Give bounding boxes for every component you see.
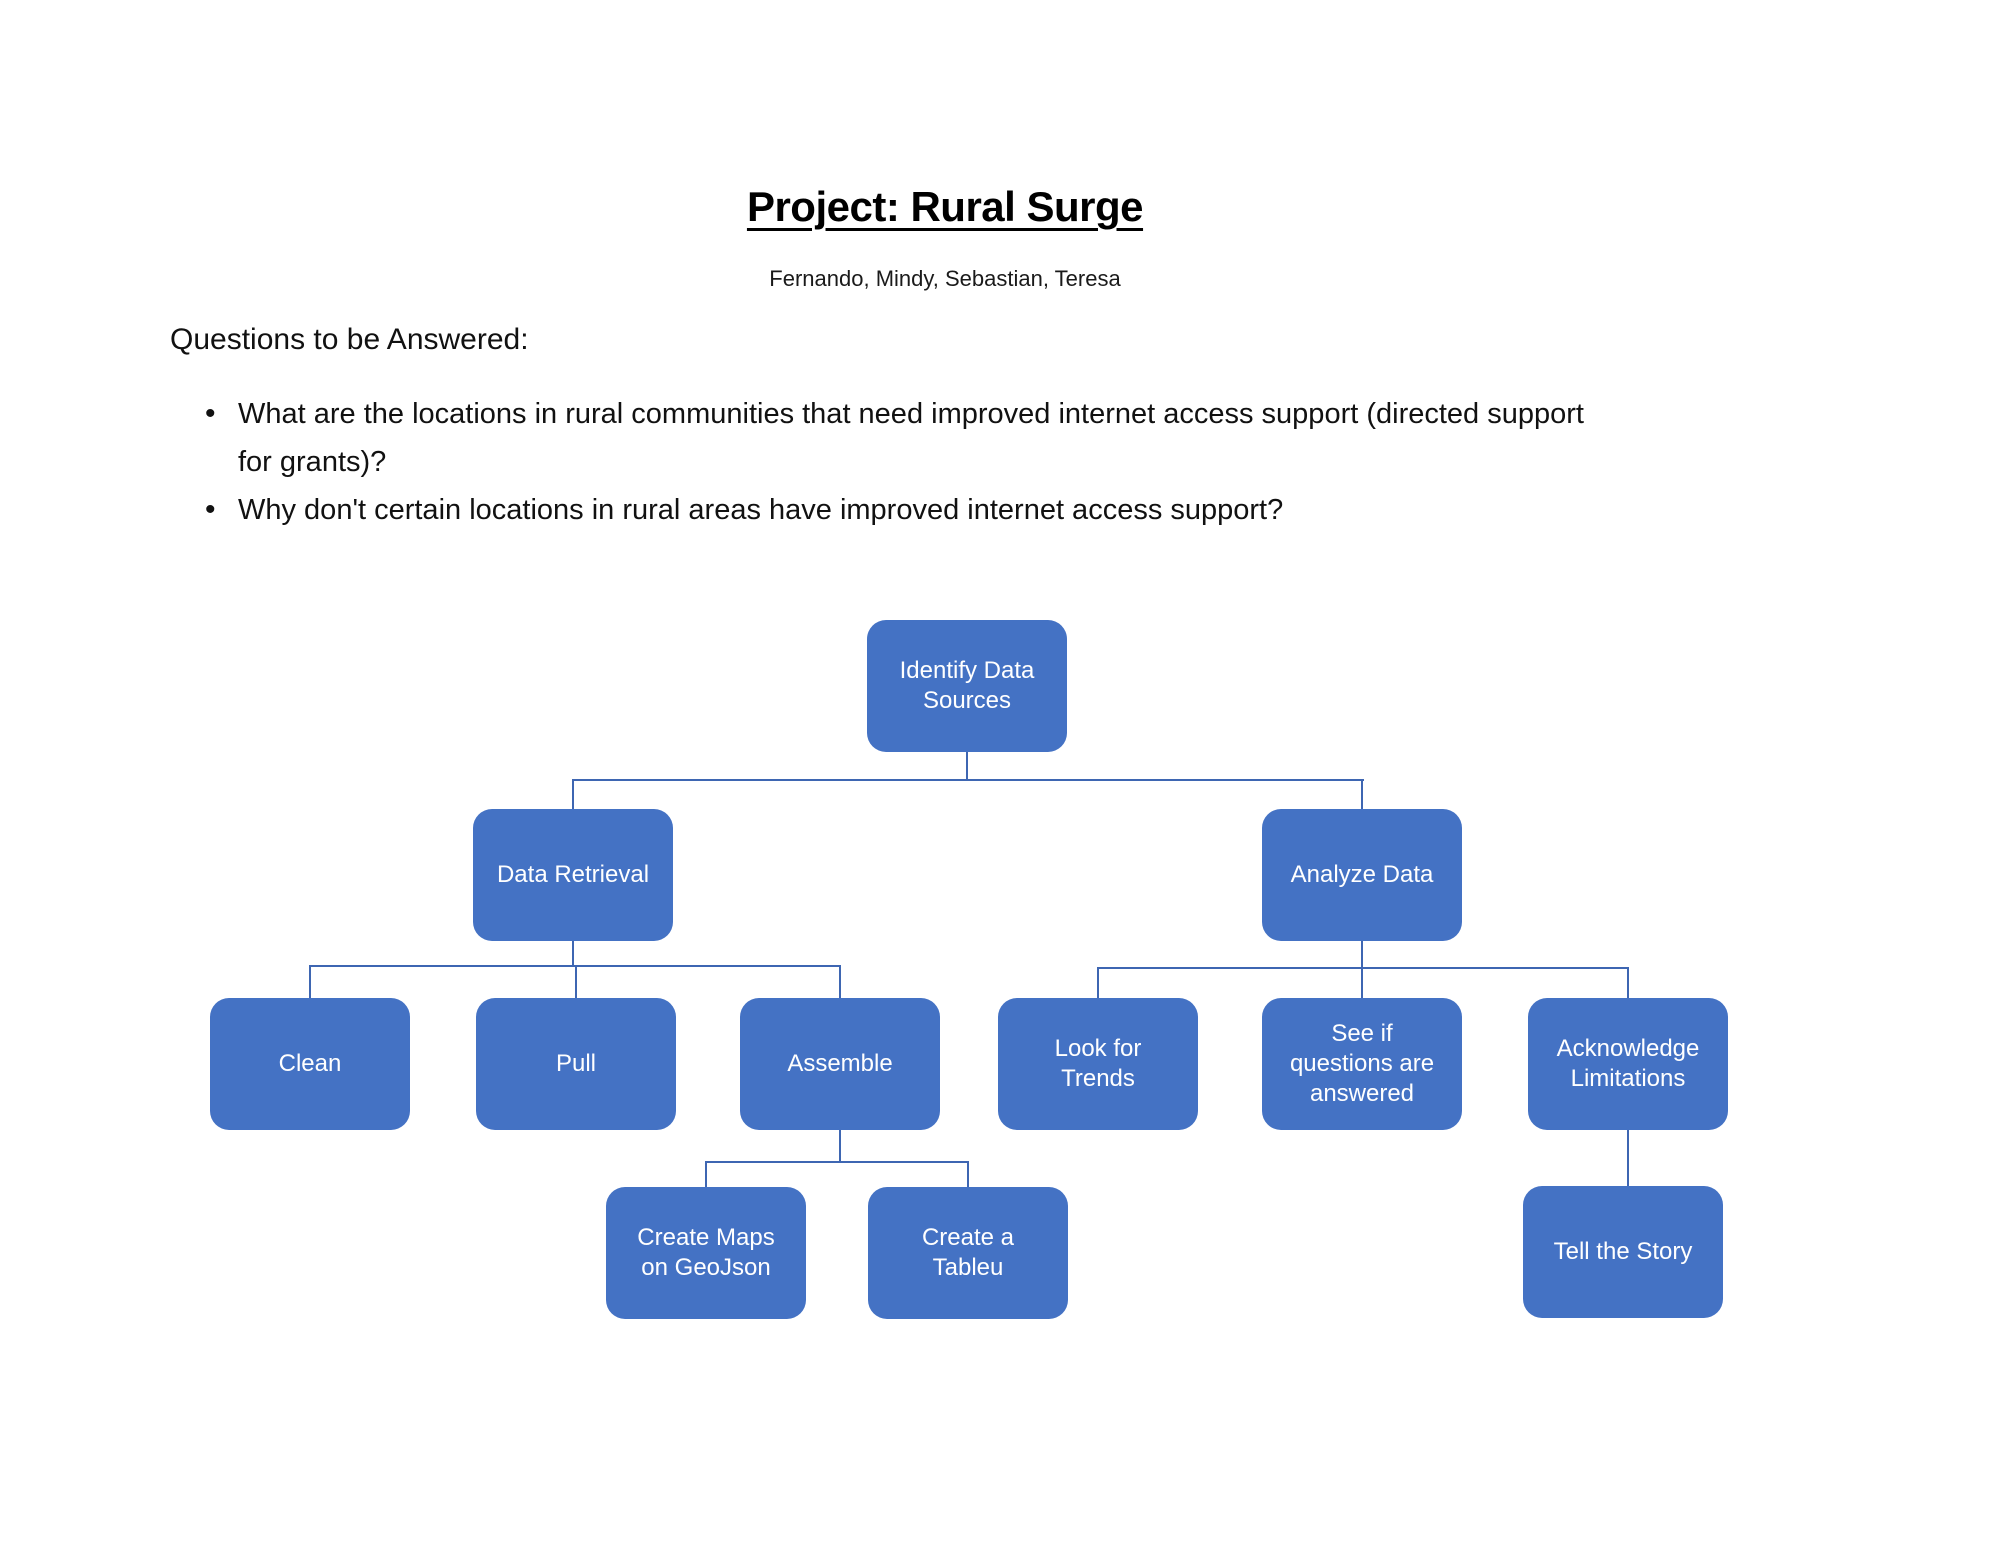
bullet-text: What are the locations in rural communit… [238,398,1584,478]
node-label: Clean [278,1050,342,1077]
node-assemble: Assemble [740,998,940,1130]
connector [572,779,574,809]
node-label: Tell the Story [1553,1238,1693,1265]
connector [309,965,311,998]
node-data-retrieval: Data Retrieval [473,809,673,941]
bullet-text: Why don't certain locations in rural are… [238,494,1284,526]
node-label: Acknowledge Limitations [1556,1035,1700,1092]
node-label: Identify Data Sources [899,657,1035,714]
node-clean: Clean [210,998,410,1130]
node-label: Data Retrieval [496,861,650,888]
node-tell-the-story: Tell the Story [1523,1186,1723,1318]
connector [1097,967,1099,998]
questions-list: • What are the locations in rural commun… [205,390,1845,534]
bullet-icon: • [205,493,216,526]
list-item: • Why don't certain locations in rural a… [205,486,1845,534]
list-item: • What are the locations in rural commun… [205,390,1845,486]
connector [1627,1130,1629,1186]
node-label: Assemble [787,1050,893,1077]
connector [705,1161,707,1187]
node-see-if-questions-answered: See if questions are answered [1262,998,1462,1130]
node-create-maps-geojson: Create Maps on GeoJson [606,1187,806,1319]
node-label: See if questions are answered [1289,1020,1435,1107]
connector [1627,967,1629,998]
node-look-for-trends: Look for Trends [998,998,1198,1130]
connector [705,1161,969,1163]
questions-heading: Questions to be Answered: [170,323,529,356]
connector [839,965,841,998]
connector [575,965,577,998]
connector [1361,779,1363,809]
connector [1097,967,1629,969]
connector [967,1161,969,1187]
connector [1361,941,1363,969]
bullet-icon: • [205,397,216,430]
node-label: Analyze Data [1290,861,1434,888]
node-acknowledge-limitations: Acknowledge Limitations [1528,998,1728,1130]
node-label: Pull [555,1050,597,1077]
node-label: Look for Trends [1054,1035,1142,1092]
node-analyze-data: Analyze Data [1262,809,1462,941]
connector [839,1130,841,1163]
node-label: Create Maps on GeoJson [637,1224,775,1281]
page-title: Project: Rural Surge [746,183,1144,230]
node-label: Create a Tableu [921,1224,1015,1281]
connector [966,752,968,781]
node-identify-data-sources: Identify Data Sources [867,620,1067,752]
connector [1361,967,1363,998]
node-pull: Pull [476,998,676,1130]
connector [572,941,574,967]
connector [572,779,1364,781]
authors-line: Fernando, Mindy, Sebastian, Teresa [769,266,1121,291]
node-create-a-tableu: Create a Tableu [868,1187,1068,1319]
